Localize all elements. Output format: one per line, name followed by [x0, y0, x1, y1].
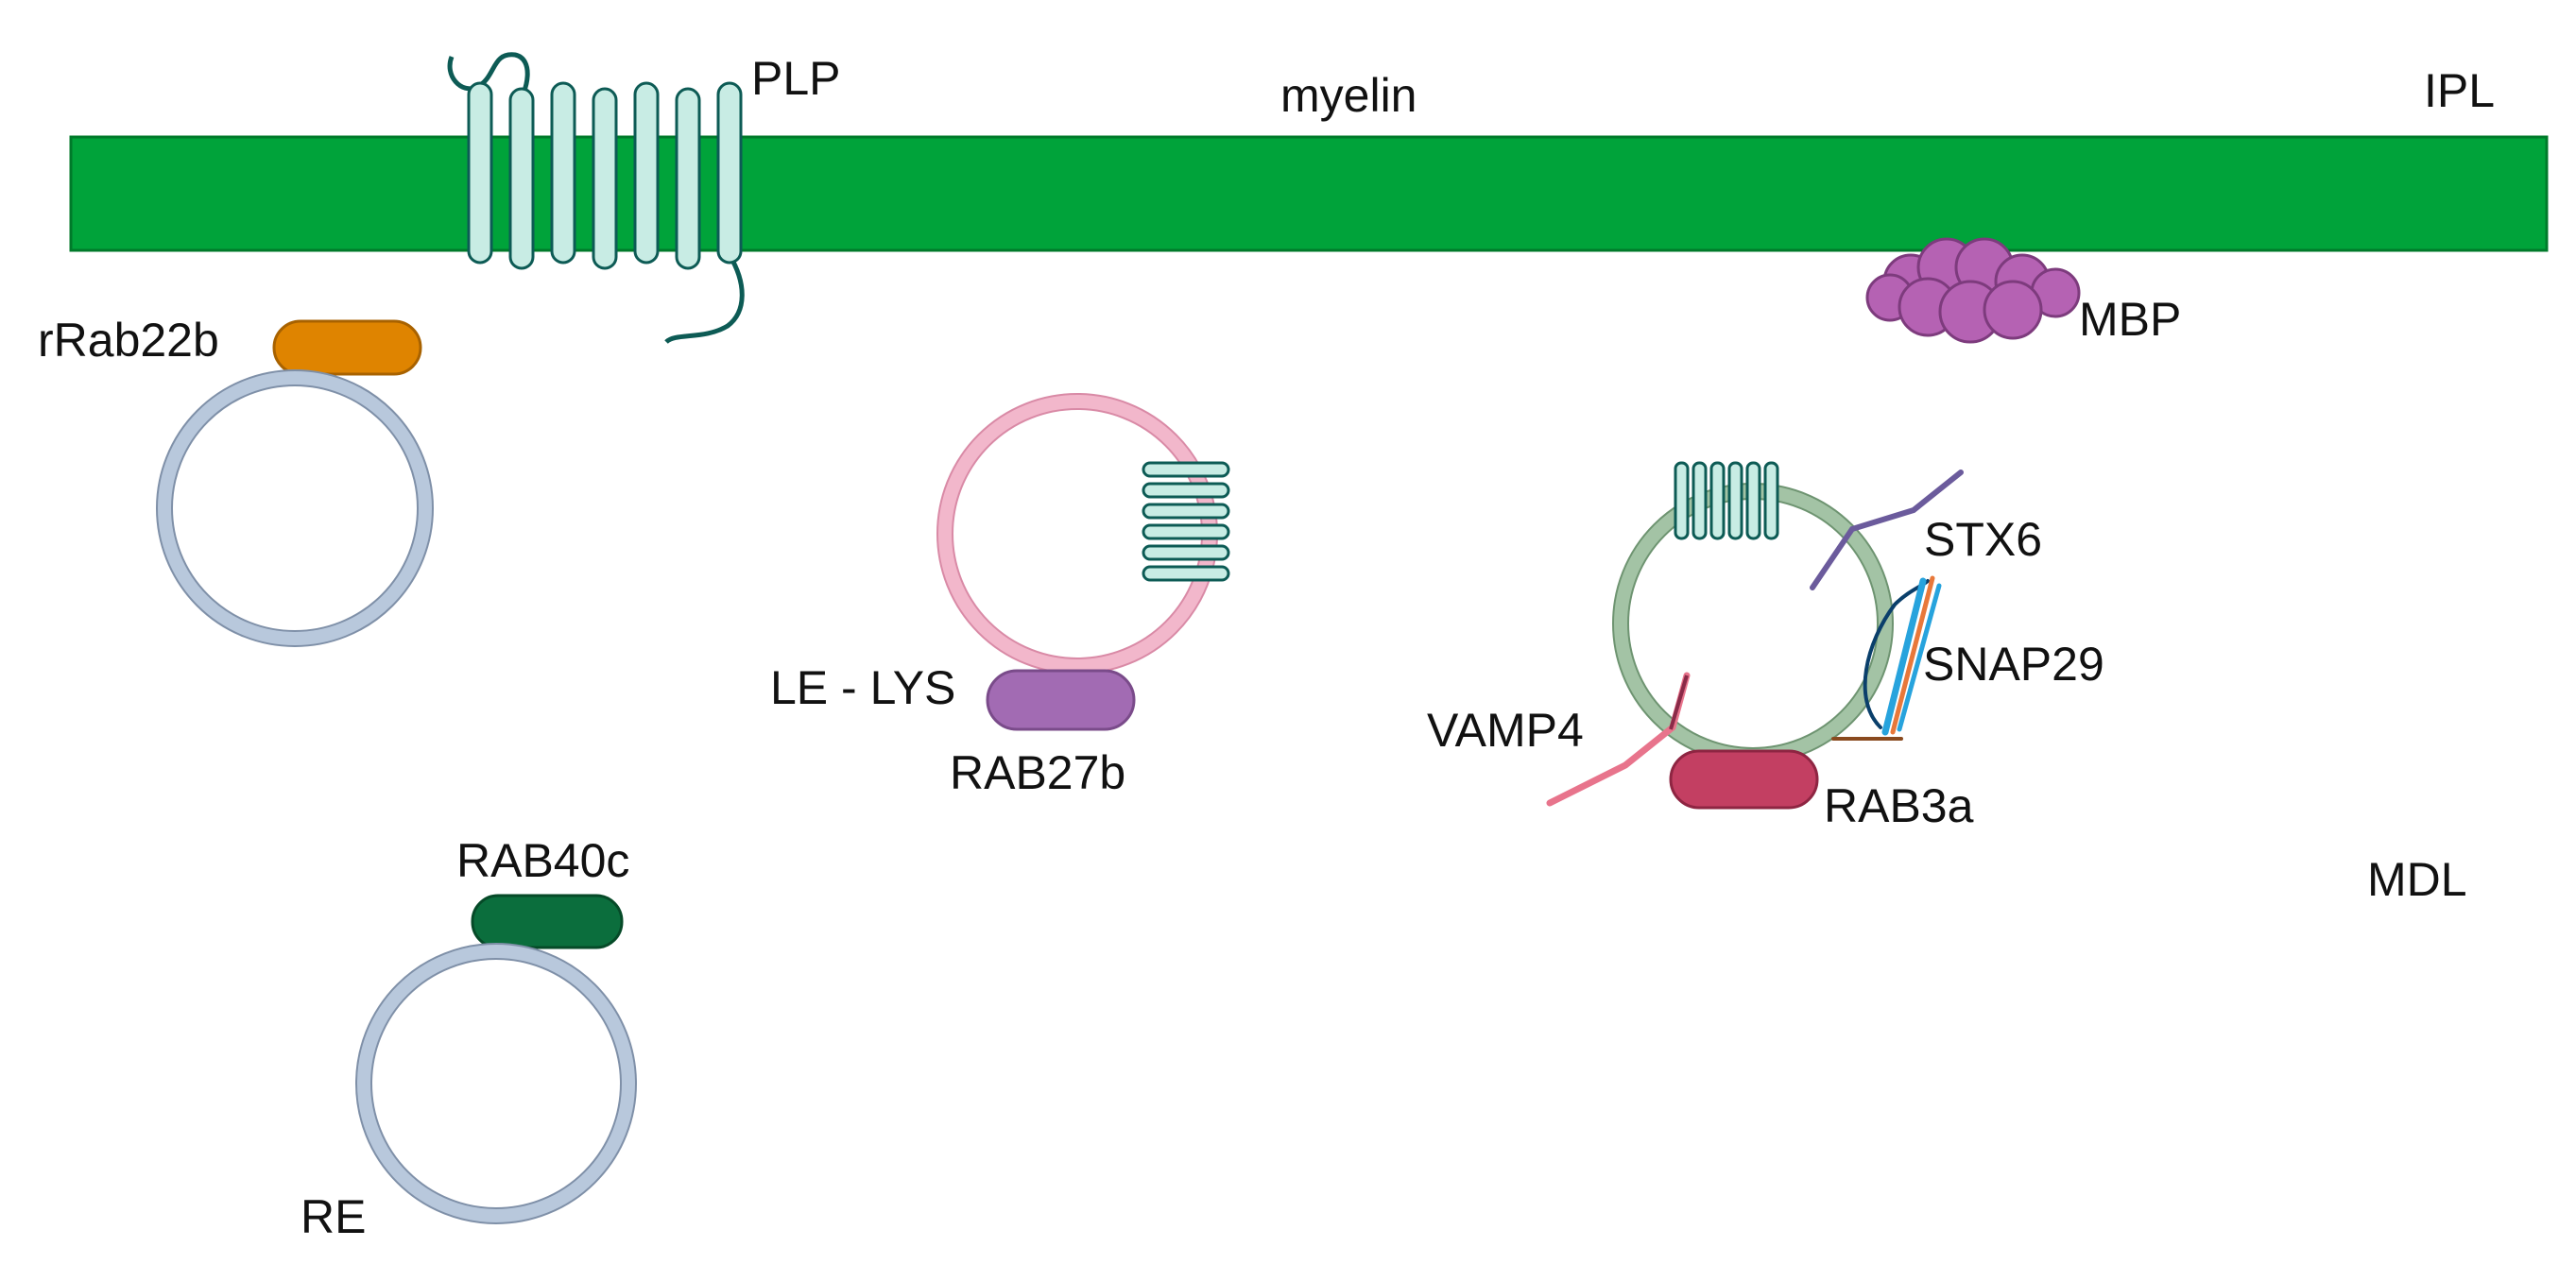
ipl-label: IPL — [2424, 64, 2495, 117]
rab3a-label: RAB3a — [1824, 779, 1974, 832]
vesicle-plp-icon — [1142, 461, 1230, 582]
stx6-protein-icon — [1810, 470, 1964, 590]
mbp-cluster-icon — [1865, 237, 2081, 344]
rab27b-label: RAB27b — [950, 746, 1125, 799]
plp-helix-4 — [592, 87, 618, 270]
rab27b-protein — [986, 669, 1136, 731]
vesicle-plp-helix-6 — [1142, 565, 1230, 582]
le-lys-label: LE - LYS — [770, 661, 955, 714]
plp-protein-icon — [447, 52, 745, 345]
rab22b-protein — [272, 319, 422, 376]
snap29-protein-icon — [1831, 575, 1942, 741]
green-vesicle-plp-helix-2 — [1692, 461, 1708, 540]
rab40c-protein — [471, 894, 624, 949]
rab40c-label: RAB40c — [456, 834, 629, 887]
green-vesicle-plp-helix-1 — [1674, 461, 1690, 540]
recycling-endosome-lower — [356, 944, 636, 1223]
plp-helix-1 — [467, 81, 493, 265]
vesicle-plp-helix-1 — [1142, 461, 1230, 478]
vesicle-plp-helix-5 — [1142, 544, 1230, 561]
plp-helix-5 — [633, 81, 660, 265]
rrab22b-label: rRab22b — [38, 314, 219, 367]
vesicle-plp-helix-2 — [1142, 482, 1230, 499]
stx6-label: STX6 — [1924, 513, 2042, 566]
plp-label: PLP — [751, 52, 841, 105]
green-vesicle-plp-helix-6 — [1763, 461, 1779, 540]
green-vesicle-plp-helix-3 — [1709, 461, 1726, 540]
plp-helix-6 — [675, 87, 701, 270]
recycling-endosome-upper — [157, 370, 433, 646]
myelin-membrane — [69, 135, 2549, 252]
myelin-label: myelin — [1280, 69, 1417, 122]
vamp4-label: VAMP4 — [1427, 704, 1584, 757]
mbp-label: MBP — [2079, 293, 2181, 346]
re-label: RE — [301, 1190, 366, 1243]
plp-helix-3 — [550, 81, 576, 265]
rab3a-protein — [1669, 749, 1819, 810]
green-vesicle-plp-helix-4 — [1727, 461, 1743, 540]
vesicle-plp-helix-4 — [1142, 523, 1230, 540]
plp-helix-2 — [508, 87, 535, 270]
green-vesicle-plp-icon — [1674, 461, 1779, 540]
plp-helix-7 — [716, 81, 743, 265]
vesicle-plp-helix-3 — [1142, 503, 1230, 520]
snap29-label: SNAP29 — [1923, 638, 2104, 691]
green-vesicle-plp-helix-5 — [1745, 461, 1761, 540]
mdl-label: MDL — [2367, 853, 2467, 906]
